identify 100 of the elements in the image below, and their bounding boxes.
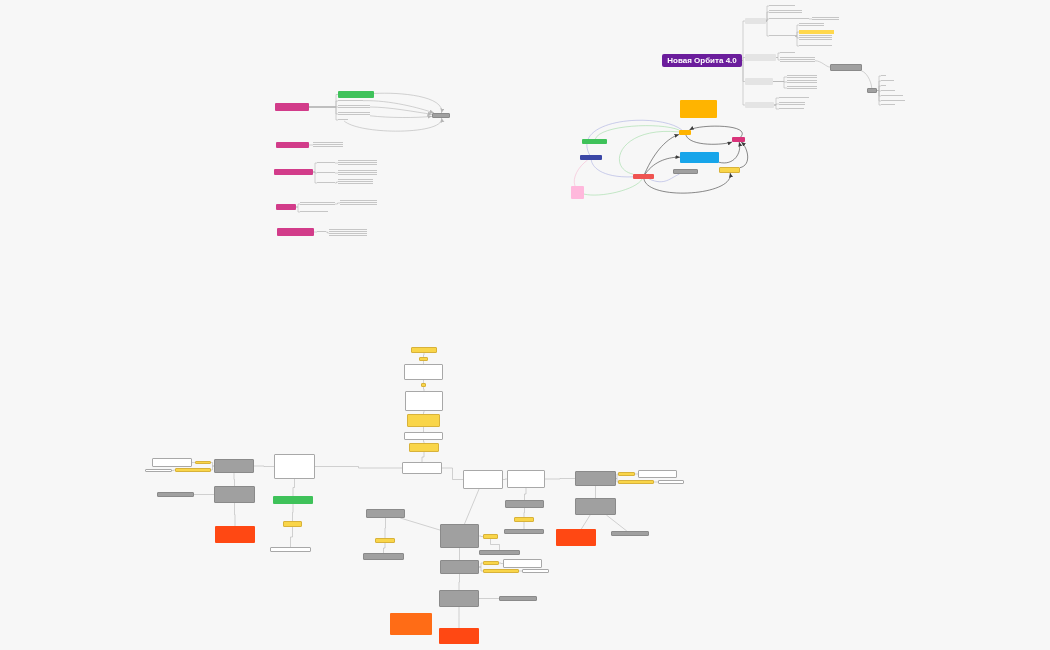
connector-line	[619, 131, 680, 175]
branch-topic	[745, 78, 773, 85]
connector-line	[400, 517, 441, 531]
note-box	[405, 391, 443, 411]
text-placeholder-bar	[313, 142, 343, 148]
connector-line	[334, 162, 339, 164]
note-box	[503, 559, 542, 568]
text-placeholder-bar	[780, 57, 815, 63]
process-box	[479, 550, 520, 555]
text-placeholder-bar	[787, 75, 817, 79]
network-node	[732, 137, 745, 142]
connector-line	[478, 562, 484, 568]
connector-line	[295, 206, 301, 213]
connector-line	[290, 526, 293, 548]
connector-line	[423, 360, 424, 365]
process-box	[505, 500, 544, 508]
process-box	[366, 509, 405, 518]
text-placeholder-bar	[799, 35, 832, 41]
note-box	[404, 364, 443, 380]
text-placeholder-bar	[812, 17, 839, 21]
connector-line	[498, 562, 504, 564]
connector-line	[615, 478, 619, 483]
connector-line	[876, 90, 882, 106]
connector-line	[615, 473, 619, 479]
network-node	[571, 186, 584, 199]
tag-box	[421, 383, 426, 387]
tag-box	[195, 461, 211, 464]
process-box	[867, 88, 877, 93]
tag-box	[618, 480, 654, 484]
tag-box	[483, 561, 499, 565]
connector-line	[464, 488, 480, 525]
process-box	[214, 486, 255, 503]
connector-line	[648, 173, 680, 183]
tag-box	[175, 468, 211, 472]
connector-line	[653, 481, 659, 483]
connector-line	[210, 462, 215, 467]
text-placeholder-bar	[779, 102, 805, 106]
text-placeholder-bar	[787, 86, 817, 90]
connector-line	[458, 573, 460, 591]
process-box	[363, 553, 404, 560]
central-topic	[662, 54, 742, 67]
branch-topic	[745, 54, 776, 61]
tag-box	[407, 414, 440, 427]
tag-box	[719, 167, 740, 173]
connector-line	[861, 70, 873, 89]
process-box	[440, 560, 479, 574]
connector-line	[441, 467, 464, 480]
topic-box	[276, 142, 309, 148]
tag-box	[483, 569, 519, 573]
connector-line	[193, 494, 215, 495]
process-box	[157, 492, 194, 497]
network-node	[580, 155, 602, 160]
topic-box	[276, 204, 296, 210]
connector-line	[808, 18, 813, 20]
connector-line	[523, 507, 525, 518]
connector-line	[292, 478, 295, 497]
connector-line	[773, 104, 780, 110]
tag-box	[411, 347, 437, 353]
note-box	[658, 480, 684, 484]
connector-line	[423, 386, 425, 392]
connector-line	[814, 60, 831, 68]
process-box	[432, 113, 450, 118]
connector-line	[292, 503, 294, 522]
process-box	[575, 471, 616, 486]
note-box	[152, 458, 192, 467]
status-box	[582, 139, 607, 144]
connector-line	[544, 478, 576, 480]
connector-line	[595, 125, 680, 140]
connector-line	[583, 178, 643, 196]
connector-line	[518, 570, 523, 572]
connector-line	[171, 469, 176, 471]
note-card	[679, 130, 691, 135]
connector-line	[595, 485, 596, 499]
text-placeholder-bar	[340, 200, 377, 206]
topic-title: Новая Орбита 4.0	[667, 55, 737, 66]
connector-line	[606, 514, 628, 532]
process-box	[440, 524, 479, 548]
status-box	[273, 496, 313, 504]
connector-line	[383, 542, 386, 554]
connector-line	[581, 514, 591, 530]
process-box	[830, 64, 862, 71]
topic-box	[275, 103, 309, 111]
tag-box	[514, 517, 534, 522]
connector-line	[741, 57, 746, 61]
connector-line	[191, 462, 196, 463]
connector-line	[334, 181, 339, 184]
process-box	[439, 590, 479, 607]
highlighted-note	[799, 30, 834, 34]
note-box	[402, 462, 442, 474]
note-box	[270, 547, 311, 552]
connector-line	[314, 466, 403, 469]
text-placeholder-bar	[787, 80, 817, 84]
connector-line	[634, 473, 639, 475]
connector-line	[334, 202, 341, 205]
connector-line	[253, 465, 275, 467]
connector-line	[210, 465, 215, 471]
connector-line	[876, 85, 882, 91]
process-box	[499, 596, 537, 601]
connector-line	[233, 472, 235, 487]
text-placeholder-bar	[338, 170, 377, 176]
